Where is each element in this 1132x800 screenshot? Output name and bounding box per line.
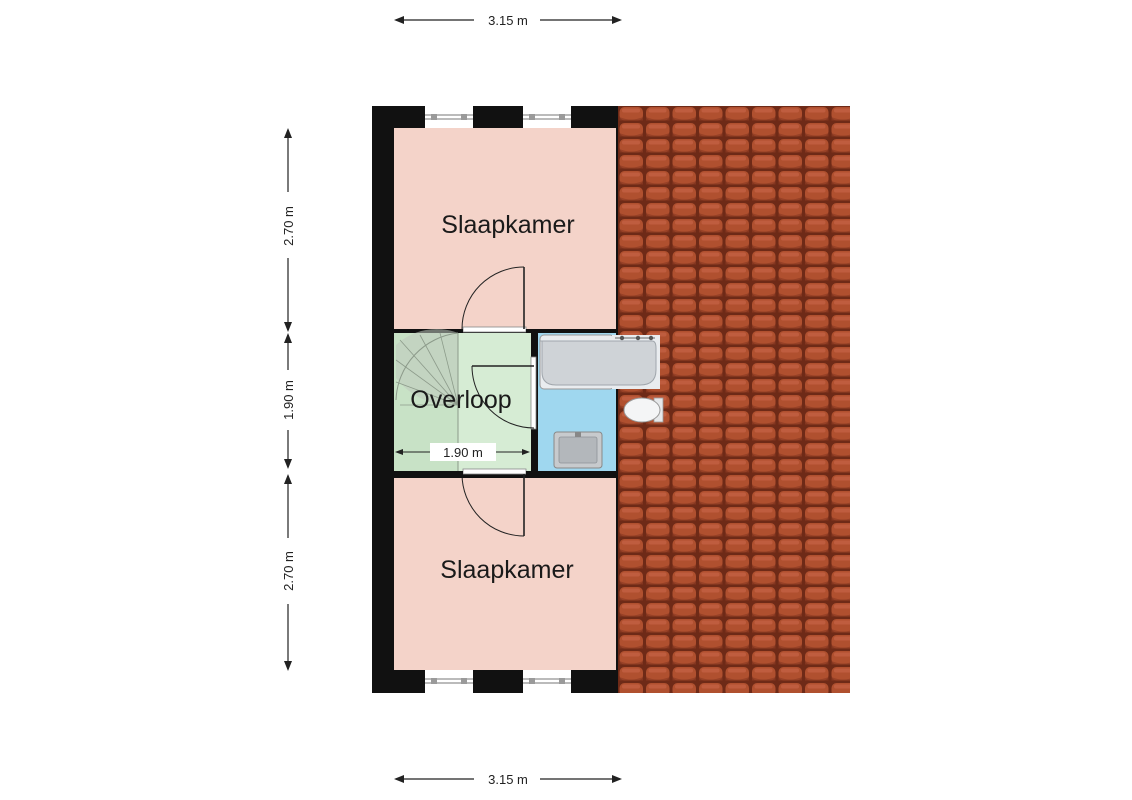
bedroom-top [394,128,616,329]
dimension-top-label: 3.15 m [488,13,528,28]
bedroom-bottom [394,478,616,670]
window-bottom-left [425,670,473,693]
door-bathroom [471,356,537,430]
spiral-staircase [395,329,459,471]
window-top-left [425,106,473,128]
window-bottom-right [523,670,571,693]
dimension-left-lower-label: 2.70 m [281,551,296,591]
dimension-bottom-label: 3.15 m [488,772,528,787]
sink [553,431,603,469]
bathtub-extension-basin [540,340,657,386]
dimension-left-middle: 1.90 m [281,333,296,469]
dimension-landing: 1.90 m [395,443,530,461]
tap-icon [615,335,655,341]
landing-label: Overloop [410,386,511,414]
dimension-top: 3.15 m [394,13,622,28]
toilet [623,397,664,423]
bedroom-bottom-label: Slaapkamer [440,556,573,584]
wall-top-landing-right [526,329,616,333]
wall-landing-bottom-left [394,471,463,478]
dimension-left-upper-label: 2.70 m [281,206,296,246]
wall-landing-bottom-right [526,471,616,478]
window-top-right [523,106,571,128]
dimension-left-lower: 2.70 m [281,474,296,671]
dimension-left-middle-label: 1.90 m [281,380,296,420]
dimension-landing-label: 1.90 m [443,445,483,460]
dimension-left-upper: 2.70 m [281,128,296,332]
dimension-bottom: 3.15 m [394,772,622,787]
roof-tiles [618,106,850,693]
bedroom-top-label: Slaapkamer [441,211,574,239]
